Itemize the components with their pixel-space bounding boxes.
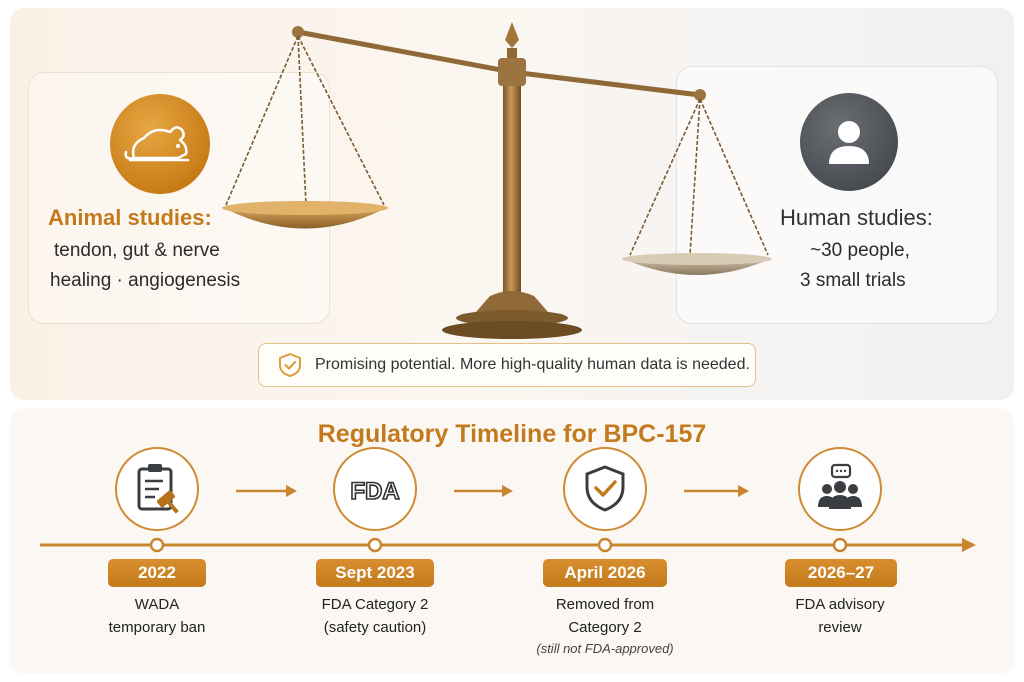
human-studies-line-1: ~30 people, — [810, 240, 910, 261]
person-icon — [800, 93, 898, 191]
event-2022-date: 2022 — [108, 559, 206, 587]
timeline-title: Regulatory Timeline for BPC-157 — [317, 420, 707, 448]
animal-studies-line-2: healing · angiogenesis — [50, 270, 241, 291]
fda-logo-text: FDA — [350, 478, 399, 505]
animal-studies-line-1: tendon, gut & nerve — [54, 240, 220, 261]
timeline-node — [597, 537, 613, 553]
event-2026-27-line-2: review — [818, 619, 862, 636]
human-studies-line-2: 3 small trials — [800, 270, 906, 291]
arrow-right-icon — [684, 485, 749, 497]
timeline-node — [149, 537, 165, 553]
event-2026-27-circle — [798, 447, 882, 531]
arrow-right-icon — [236, 485, 297, 497]
clipboard-gavel-icon — [137, 464, 179, 514]
event-2026-27-line-1: FDA advisory — [795, 596, 885, 613]
event-sept-2023-date: Sept 2023 — [316, 559, 434, 587]
event-sept-2023-circle: FDA — [333, 447, 417, 531]
event-april-2026-note: (still not FDA-approved) — [536, 641, 674, 656]
event-2026-27-description: FDA advisory review — [740, 593, 940, 639]
conclusion-text: Promising potential. More high-quality h… — [315, 356, 750, 373]
event-april-2026-description: Removed from Category 2 (still not FDA-a… — [505, 593, 705, 659]
event-2026-27-date: 2026–27 — [785, 559, 897, 587]
animal-studies-title: Animal studies: — [48, 205, 212, 230]
shield-check-icon — [585, 465, 625, 512]
event-2022-circle — [115, 447, 199, 531]
conclusion-banner: Promising potential. More high-quality h… — [258, 343, 756, 387]
timeline-node — [832, 537, 848, 553]
event-april-2026-line-2: Category 2 — [568, 619, 642, 636]
fda-logo-icon: FDA — [350, 477, 401, 506]
shield-check-icon — [279, 352, 301, 378]
balance-scale-icon — [222, 22, 772, 339]
event-2022-line-2: temporary ban — [108, 619, 206, 636]
human-studies-title: Human studies: — [780, 205, 933, 230]
event-sept-2023-line-2: (safety caution) — [323, 619, 427, 636]
arrow-right-icon — [454, 485, 513, 497]
event-april-2026-line-1: Removed from — [555, 596, 655, 613]
event-2022-description: WADA temporary ban — [57, 593, 257, 639]
event-sept-2023-line-1: FDA Category 2 — [321, 596, 429, 613]
advisory-group-icon — [818, 463, 862, 509]
event-sept-2023-description: FDA Category 2 (safety caution) — [275, 593, 475, 639]
event-2022-line-1: WADA — [134, 596, 180, 613]
event-april-2026-circle — [563, 447, 647, 531]
event-april-2026-date: April 2026 — [543, 559, 667, 587]
timeline-node — [367, 537, 383, 553]
mouse-icon — [110, 94, 210, 194]
